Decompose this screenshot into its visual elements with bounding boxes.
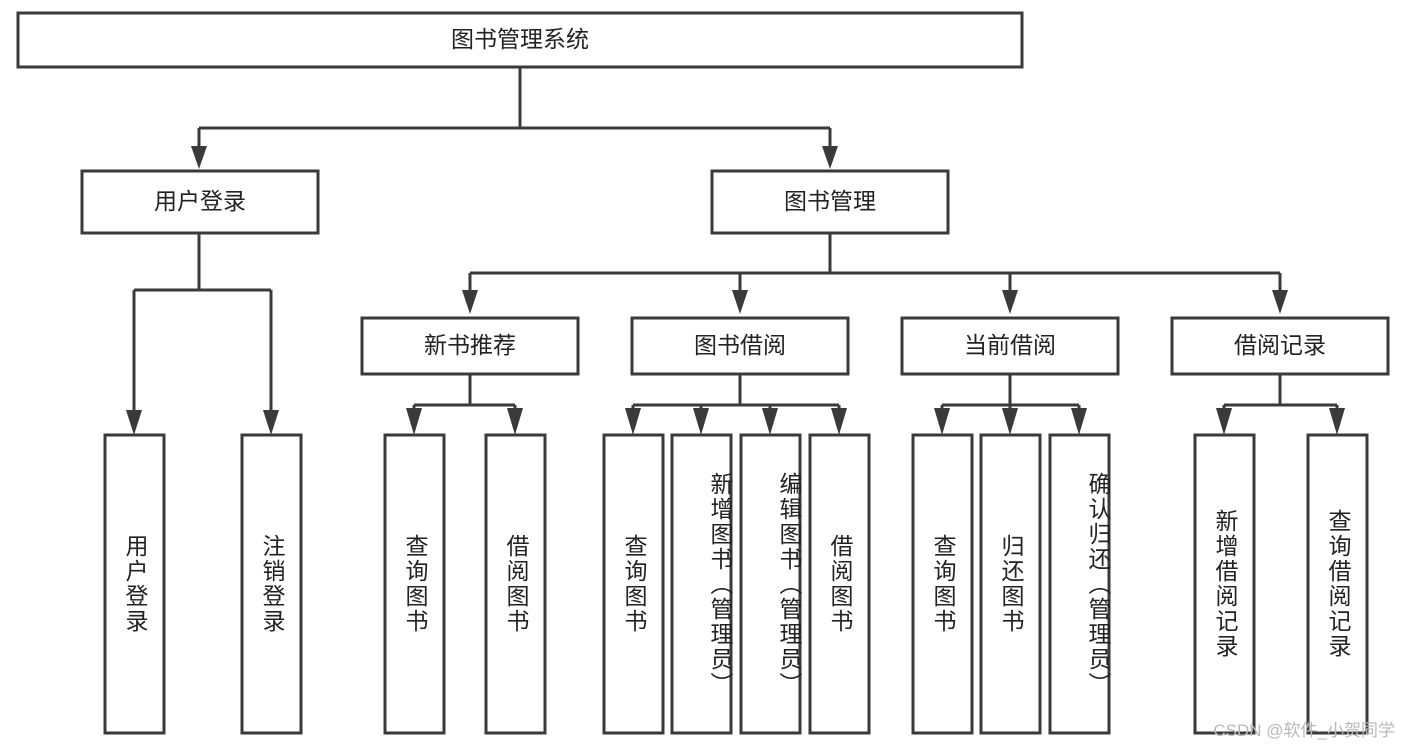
node-user-login-box[interactable] <box>80 169 320 235</box>
node-new-book-recommend-label: 新书推荐 <box>424 332 516 358</box>
connector-new-book-recommend-to-leaves <box>406 374 523 435</box>
node-borrow-record-label: 借阅记录 <box>1234 332 1326 358</box>
leaf-box-new-book-recommend-1[interactable] <box>484 433 547 735</box>
node-borrow-record[interactable]: 借阅记录 <box>1170 316 1390 376</box>
arrow-head-icon <box>831 408 847 435</box>
arrow-head-icon <box>1216 408 1232 435</box>
leaf-box-current-borrow-1[interactable] <box>979 433 1042 735</box>
node-book-management-label: 图书管理 <box>784 188 876 214</box>
node-book-borrow-label: 图书借阅 <box>694 332 786 358</box>
node-user-login-label: 用户登录 <box>154 188 246 214</box>
arrow-head-icon <box>263 410 279 435</box>
connector-borrow-record-to-leaves <box>1216 374 1345 435</box>
node-root-label: 图书管理系统 <box>451 26 589 52</box>
leaf-box-book-borrow-1[interactable] <box>670 433 733 735</box>
leaf-box-current-borrow-2[interactable] <box>1048 433 1111 735</box>
node-new-book-recommend[interactable]: 新书推荐 <box>360 316 580 376</box>
node-book-borrow[interactable]: 图书借阅 <box>630 316 850 376</box>
leaf-box-book-borrow-0[interactable] <box>602 433 665 735</box>
node-current-borrow-label: 当前借阅 <box>964 332 1056 358</box>
connector-current-borrow-to-leaves <box>934 374 1087 435</box>
connector-root-to-level2 <box>191 67 838 169</box>
arrow-head-icon <box>1002 408 1018 435</box>
node-user-login[interactable]: 用户登录 <box>80 169 320 235</box>
connector-user-login-to-leaves <box>126 233 279 435</box>
leaf-box-current-borrow-0[interactable] <box>911 433 974 735</box>
arrow-head-icon <box>1071 408 1087 435</box>
arrow-head-icon <box>1002 290 1018 314</box>
connector-book-borrow-to-leaves <box>625 374 847 435</box>
arrow-head-icon <box>406 408 422 435</box>
node-book-management[interactable]: 图书管理 <box>710 169 950 235</box>
leaf-box-borrow-record-0[interactable] <box>1193 433 1256 735</box>
arrow-head-icon <box>1272 290 1288 314</box>
arrow-head-icon <box>822 146 838 169</box>
arrow-head-icon <box>693 408 709 435</box>
arrow-head-icon <box>126 410 142 435</box>
leaf-box-book-borrow-3[interactable] <box>808 433 871 735</box>
node-root-box[interactable] <box>16 11 1024 69</box>
arrow-head-icon <box>507 408 523 435</box>
node-new-book-recommend-box[interactable] <box>360 316 580 376</box>
arrow-head-icon <box>191 146 207 169</box>
leaf-box-borrow-record-1[interactable] <box>1306 433 1369 735</box>
leaf-box-book-borrow-2[interactable] <box>739 433 802 735</box>
leaf-box-new-book-recommend-0[interactable] <box>383 433 446 735</box>
node-current-borrow[interactable]: 当前借阅 <box>900 316 1120 376</box>
leaf-box-user-login-0[interactable] <box>103 433 166 735</box>
watermark-text: CSDN @软件_小贺同学 <box>1213 721 1395 740</box>
arrow-head-icon <box>934 408 950 435</box>
node-current-borrow-box[interactable] <box>900 316 1120 376</box>
arrow-head-icon <box>625 408 641 435</box>
connector-book-management-to-level3 <box>462 233 1288 314</box>
arrow-head-icon <box>762 408 778 435</box>
arrow-head-icon <box>462 290 478 314</box>
node-root[interactable]: 图书管理系统 <box>16 11 1024 69</box>
leaf-box-user-login-1[interactable] <box>240 433 303 735</box>
arrow-head-icon <box>1329 408 1345 435</box>
arrow-head-icon <box>732 290 748 314</box>
